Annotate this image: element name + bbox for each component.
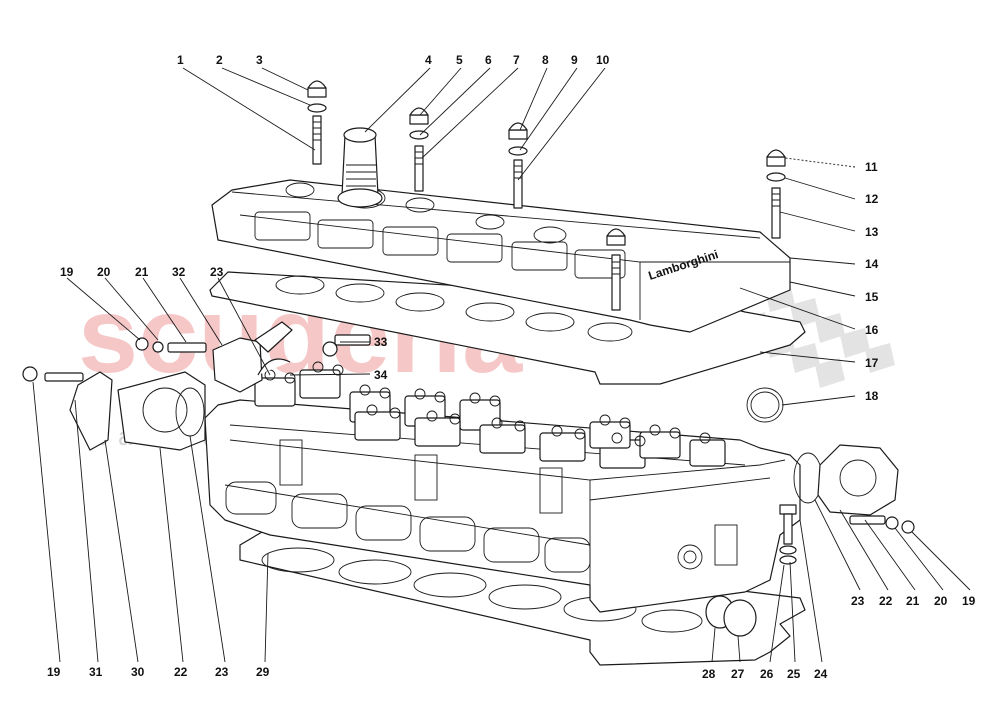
callout-31: 31 [89,665,103,679]
callout-18: 18 [865,389,879,403]
cover-stud-3 [508,122,528,209]
callout-33: 33 [374,335,388,349]
callout-8: 8 [542,53,549,67]
callout-30: 30 [131,665,145,679]
callout-32: 32 [172,265,186,279]
callout-19-bottom-left: 19 [47,665,61,679]
cylinder-head-gasket [239,531,806,666]
callout-2: 2 [216,53,223,67]
callout-6: 6 [485,53,492,67]
callout-17: 17 [865,356,879,370]
callout-numbers: 1 2 3 4 5 6 7 8 9 10 11 12 13 14 15 16 1… [47,53,976,681]
callout-27: 27 [731,667,745,681]
callout-21-right: 21 [906,594,920,608]
callout-9: 9 [571,53,578,67]
callout-23-left: 23 [215,665,229,679]
callout-14: 14 [865,257,879,271]
cam-cap-nuts [264,361,711,447]
callout-23-top: 23 [210,265,224,279]
callout-26: 26 [760,667,774,681]
callout-22-right: 22 [879,594,893,608]
callout-15: 15 [865,290,879,304]
oil-filler-cap [337,127,383,208]
left-water-outlet-assembly [135,321,371,393]
callout-20-right: 20 [934,594,948,608]
leader-lines [32,67,971,663]
callout-20-top: 20 [97,265,111,279]
callout-29: 29 [256,665,270,679]
camshaft-caps [254,369,726,469]
callout-7: 7 [513,53,520,67]
callout-16: 16 [865,323,879,337]
callout-19-right: 19 [962,594,976,608]
callout-5: 5 [456,53,463,67]
callout-3: 3 [256,53,263,67]
callout-22-left: 22 [174,665,188,679]
callout-24: 24 [814,667,828,681]
callout-4: 4 [425,53,432,67]
right-water-flange-assembly [793,444,915,534]
callout-10: 10 [596,53,610,67]
drain-bolt [779,504,797,565]
cover-stud-1 [307,80,327,165]
cover-stud-4 [606,228,626,311]
callout-11: 11 [865,160,878,174]
cover-stud-2 [409,107,429,192]
callout-21-top: 21 [135,265,149,279]
left-water-flange-assembly [22,366,206,451]
callout-28: 28 [702,667,716,681]
cover-stud-5 [766,149,786,239]
plug-assembly [705,595,757,637]
right-o-ring [746,387,784,423]
cam-cover: Lamborghini [211,179,791,333]
callout-1: 1 [177,53,184,67]
callout-12: 12 [865,192,879,206]
callout-13: 13 [865,225,879,239]
callout-23-right: 23 [851,594,865,608]
callout-34: 34 [374,368,388,382]
callout-19-top: 19 [60,265,74,279]
callout-25: 25 [787,667,801,681]
